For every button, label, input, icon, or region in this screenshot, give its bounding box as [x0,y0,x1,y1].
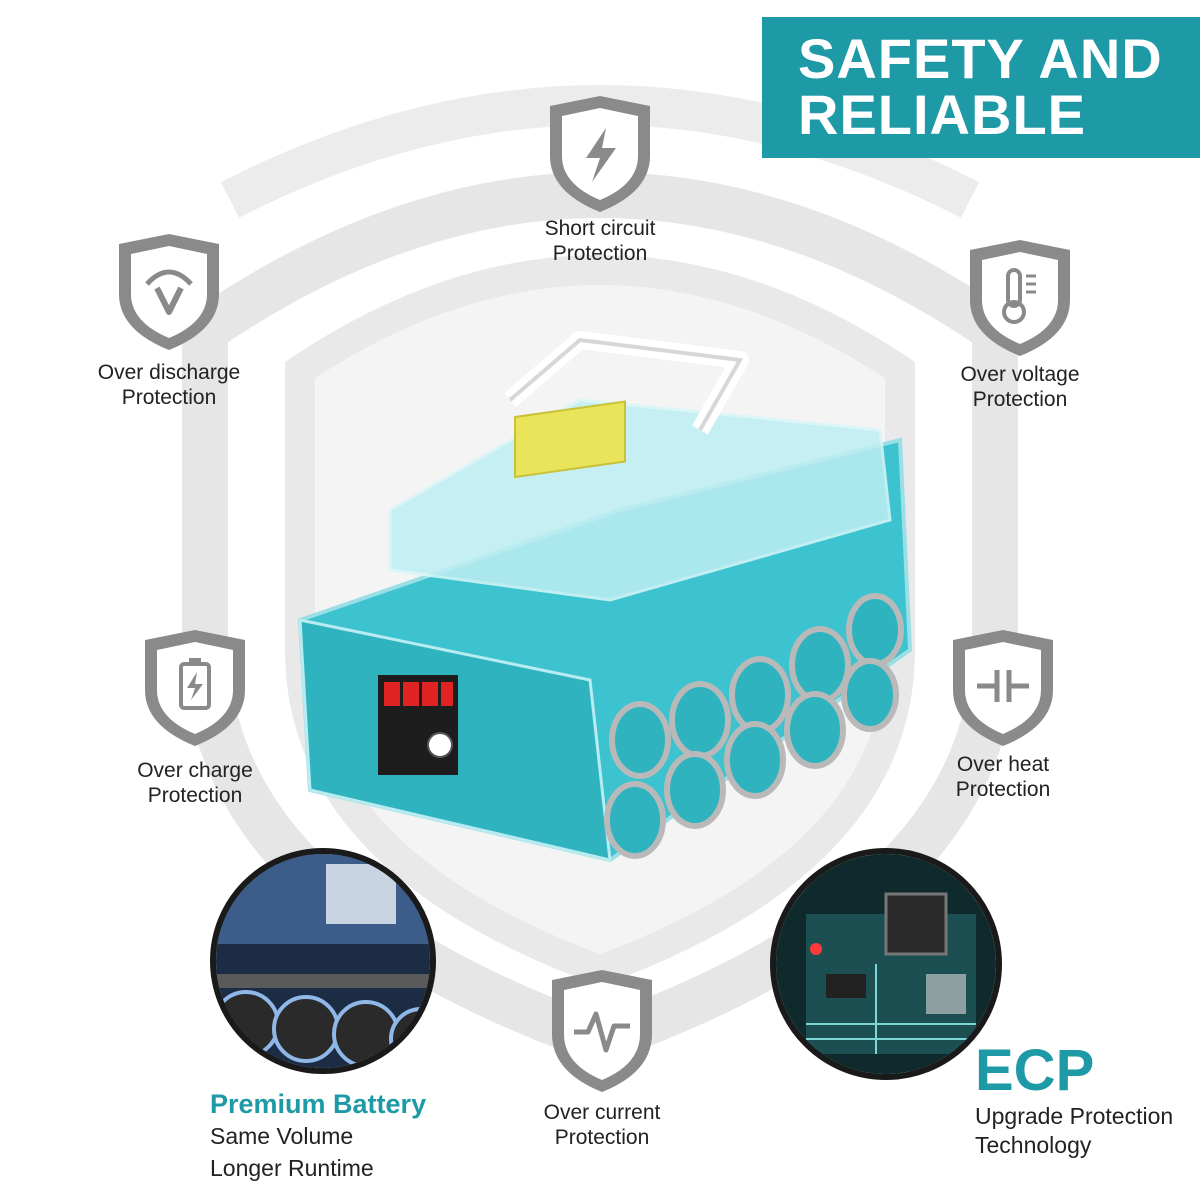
short-circuit-line2: Protection [552,242,648,265]
short-circuit-label: Short circuit Protection [520,216,680,266]
premium-battery-section: Premium Battery Same Volume Longer Runti… [210,1088,426,1184]
over-charge-line1: Over charge [137,759,253,782]
capacitor-icon [953,630,1053,746]
feature-short-circuit: Short circuit Protection [520,92,680,266]
over-voltage-line2: Protection [972,388,1068,411]
over-discharge-line2: Protection [121,386,217,409]
ecp-line1: Upgrade Protection [975,1103,1174,1129]
battery-illustration [297,331,913,863]
premium-title: Premium Battery [210,1089,427,1119]
over-heat-line1: Over heat [956,753,1050,776]
premium-line2: Longer Runtime [210,1155,374,1181]
over-current-line2: Protection [554,1126,650,1149]
ecp-section: ECP Upgrade Protection Technology [975,1040,1173,1160]
over-discharge-line1: Over discharge [97,361,241,384]
battery-charge-icon [145,630,245,746]
circuit-board-closeup [770,848,1002,1080]
ecp-line2: Technology [975,1132,1092,1158]
lightning-icon [550,96,650,212]
over-heat-label: Over heat Protection [928,752,1078,802]
over-charge-line2: Protection [147,784,243,807]
short-circuit-line1: Short circuit [544,217,656,240]
over-current-label: Over current Protection [522,1100,682,1150]
battery-cells-closeup [210,848,436,1074]
over-voltage-line1: Over voltage [960,363,1080,386]
banner-line-1: SAFETY AND [798,27,1163,90]
safety-banner: SAFETY AND RELIABLE [762,17,1200,158]
thermometer-icon [970,240,1070,356]
pulse-icon [552,970,652,1092]
banner-line-2: RELIABLE [798,83,1086,146]
gauge-v-icon [119,234,219,350]
feature-over-current: Over current Protection [522,966,682,1150]
feature-over-voltage: Over voltage Protection [940,236,1100,412]
battery-cells [604,593,904,859]
premium-line1: Same Volume [210,1123,354,1149]
over-voltage-label: Over voltage Protection [940,362,1100,412]
over-charge-label: Over charge Protection [120,758,270,808]
feature-over-charge: Over charge Protection [120,626,270,808]
feature-over-heat: Over heat Protection [928,626,1078,802]
over-discharge-label: Over discharge Protection [84,360,254,410]
feature-over-discharge: Over discharge Protection [84,230,254,410]
over-heat-line2: Protection [955,778,1051,801]
ecp-title: ECP [975,1038,1095,1103]
over-current-line1: Over current [543,1101,661,1124]
circuit-closeup-image [776,854,996,1074]
